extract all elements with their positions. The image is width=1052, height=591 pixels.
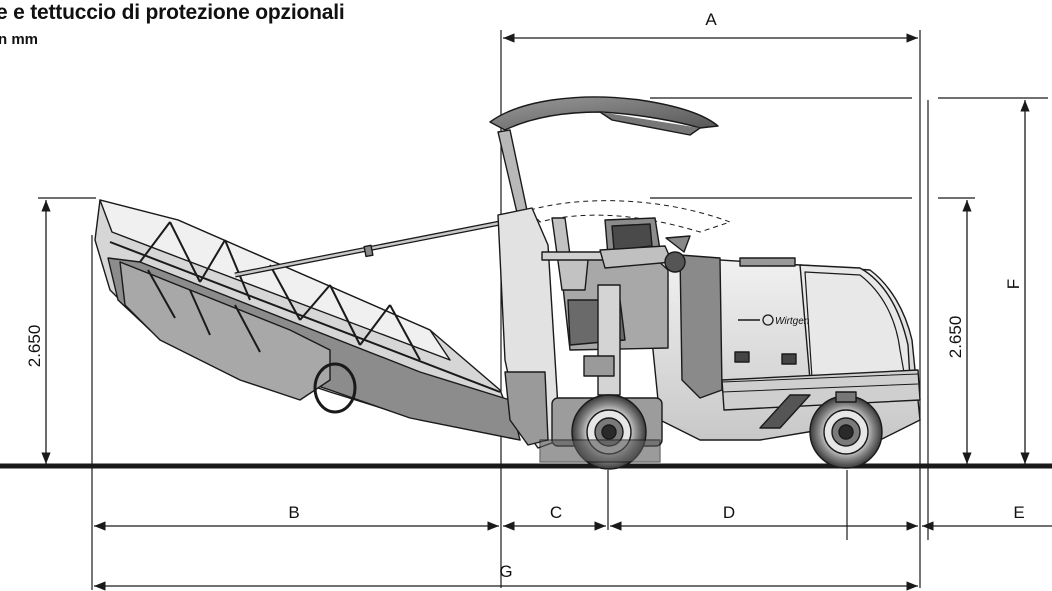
conveyor-support-frame xyxy=(497,207,561,449)
folded-canopy-outline xyxy=(529,200,731,233)
milling-machine-illustration: Wirtgen xyxy=(94,96,921,470)
label-c: C xyxy=(550,503,562,522)
label-e: E xyxy=(1013,503,1024,522)
label-d: D xyxy=(723,503,735,522)
drawing-subtitle: n mm xyxy=(0,31,39,48)
operator-platform xyxy=(541,217,691,396)
machine-body xyxy=(639,254,921,441)
conveyor-belt xyxy=(94,199,521,441)
label-g: G xyxy=(499,562,512,581)
drawing-title: e e tettuccio di protezione opzionali xyxy=(0,1,345,24)
label-height-left: 2.650 xyxy=(25,325,44,368)
label-f: F xyxy=(1004,279,1023,289)
wirtgen-logo: Wirtgen xyxy=(738,314,810,327)
label-a: A xyxy=(705,10,717,29)
rear-wheel xyxy=(539,394,663,470)
dimension-arrows xyxy=(41,33,1052,591)
label-b: B xyxy=(288,503,299,522)
label-height-right: 2.650 xyxy=(946,316,965,359)
svg-text:Wirtgen: Wirtgen xyxy=(775,316,810,327)
dimension-labels: A B C D E G 2.650 2.650 F xyxy=(25,10,1025,581)
front-wheel xyxy=(809,391,883,469)
